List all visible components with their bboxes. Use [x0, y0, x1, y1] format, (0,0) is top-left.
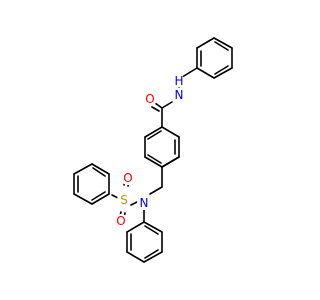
bond — [91, 193, 110, 205]
bond — [130, 201, 138, 206]
molecule-structure: O N H N S O O — [73, 37, 233, 263]
bond — [144, 156, 163, 168]
bond-layer — [73, 37, 233, 263]
bond — [161, 156, 180, 168]
bond — [92, 167, 106, 177]
bond — [161, 101, 173, 109]
bond — [213, 37, 233, 49]
bond — [214, 41, 229, 51]
bond — [126, 251, 145, 263]
bond — [143, 221, 163, 233]
bond — [149, 186, 163, 195]
atom-label-layer: O N H N S O O — [114, 74, 186, 228]
bond — [91, 163, 110, 175]
bond — [154, 102, 163, 109]
sulfonamide-nitrogen-label: N — [140, 196, 149, 210]
bond — [73, 193, 93, 205]
sulfonyl-oxygen-top-label: O — [123, 171, 132, 185]
bond — [214, 65, 229, 75]
bond — [151, 106, 160, 112]
bond — [144, 249, 159, 259]
bond — [196, 67, 215, 79]
sulfonyl-oxygen-bottom-label: O — [116, 214, 125, 228]
bond — [111, 194, 119, 199]
bond — [147, 130, 162, 140]
bond — [126, 221, 145, 233]
bond — [73, 163, 93, 175]
bond — [144, 126, 163, 138]
bond — [213, 67, 233, 79]
sulfur-label: S — [120, 193, 128, 207]
bond — [91, 191, 106, 201]
amide-hydrogen-label: H — [174, 74, 183, 88]
bond — [161, 126, 180, 138]
bond — [143, 251, 163, 263]
bond — [144, 225, 159, 235]
amide-nitrogen-label: N — [175, 88, 184, 102]
bond — [147, 154, 162, 164]
amide-oxygen-label: O — [145, 92, 154, 106]
bond — [196, 37, 215, 49]
